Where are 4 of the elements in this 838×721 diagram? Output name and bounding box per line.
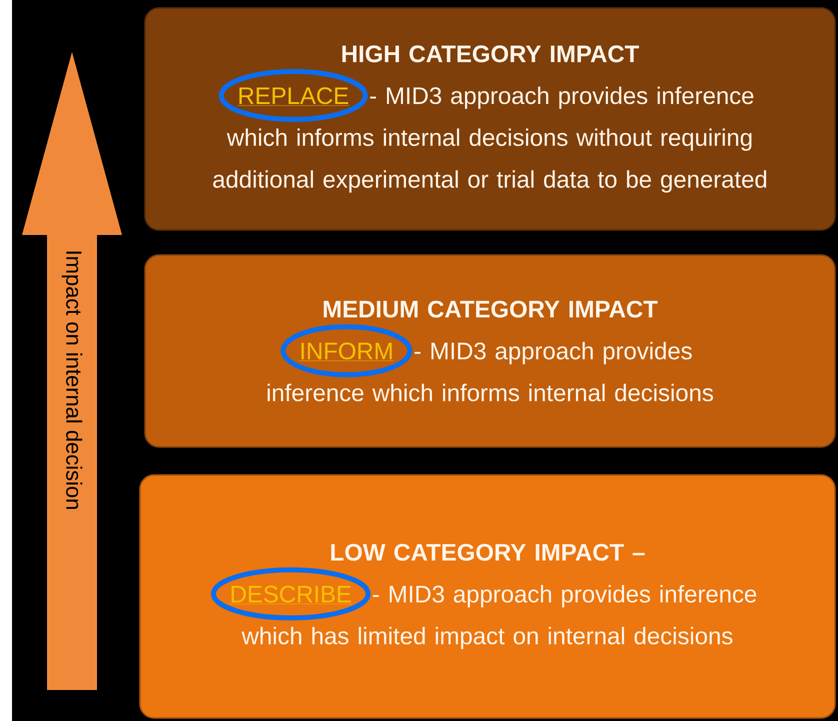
category-box: HIGH CATEGORY IMPACT REPLACE - MID3 approach provides inference which informs internal decisions without requiring additional experimental or trial data to be generated: [144, 7, 836, 231]
category-box: MEDIUM CATEGORY IMPACT INFORM - MID3 approach provides inference which informs internal decisions: [144, 254, 836, 448]
axis-label: Impact on internal decision: [62, 252, 82, 509]
category-box: LOW CATEGORY IMPACT – DESCRIBE - MID3 approach provides inference which has limited impact on internal decisions: [139, 474, 836, 719]
